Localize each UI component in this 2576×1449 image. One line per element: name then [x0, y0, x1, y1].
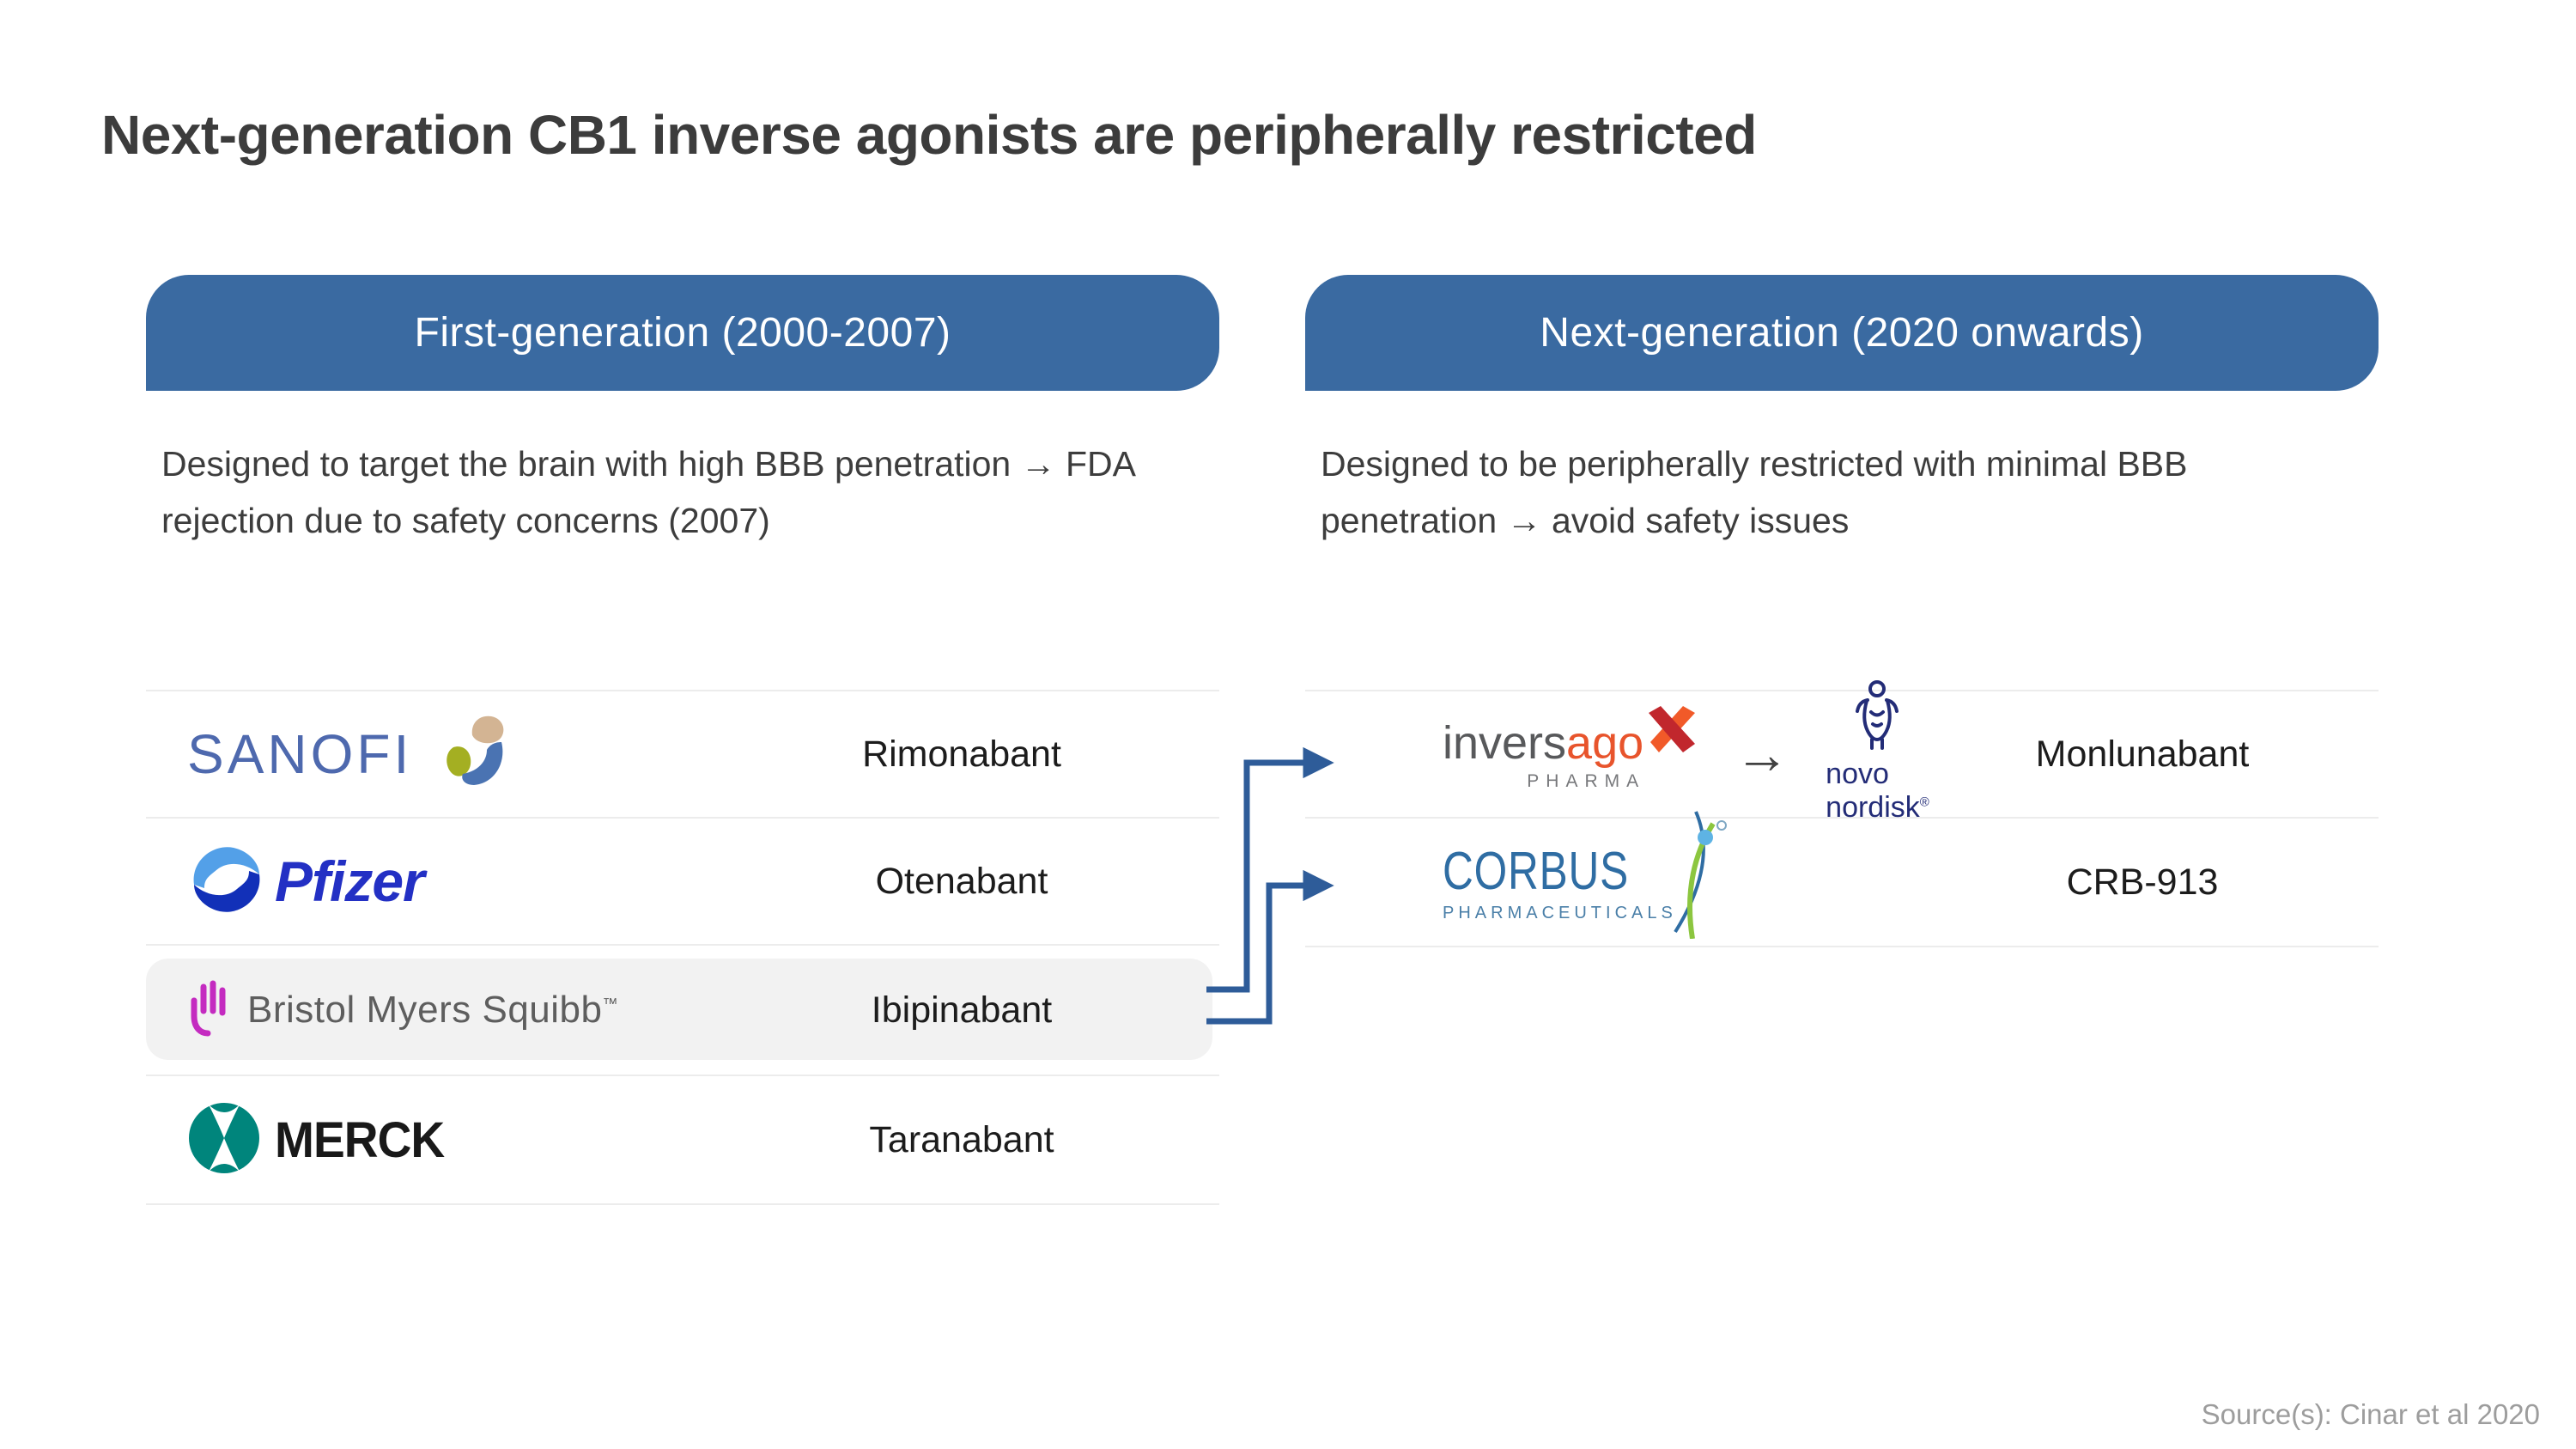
bms-trademark: ™ — [602, 995, 618, 1013]
novo-nordisk-logo: novo nordisk® — [1826, 679, 1929, 825]
bms-hand-icon — [187, 978, 234, 1043]
merck-logo: MERCK — [146, 1101, 704, 1179]
bms-wordmark-text: Bristol Myers Squibb — [247, 989, 603, 1031]
merck-sphere-icon — [187, 1101, 261, 1179]
novo-nordisk-wordmark: novo nordisk® — [1826, 758, 1929, 825]
sanofi-wordmark: SANOFI — [187, 723, 413, 785]
connector-arrows — [1206, 746, 1334, 1025]
next-generation-column: Next-generation (2020 onwards) Designed … — [1305, 275, 2379, 947]
drug-name: Ibipinabant — [871, 989, 1053, 1031]
corbus-logo: CORBUS PHARMACEUTICALS — [1305, 810, 1906, 943]
drug-name: Otenabant — [875, 860, 1048, 902]
first-generation-header-label: First-generation (2000-2007) — [414, 310, 951, 356]
drug-name: CRB-913 — [2066, 861, 2219, 903]
novo-registered-mark: ® — [1919, 795, 1929, 810]
source-citation: Source(s): Cinar et al 2020 — [2201, 1398, 2540, 1430]
inversago-pharma-label: PHARMA — [1527, 771, 1646, 791]
corbus-figure-icon — [1665, 810, 1732, 943]
pfizer-swirl-icon — [187, 840, 266, 923]
table-row-merck: MERCK Taranabant — [146, 1075, 1219, 1205]
first-generation-header: First-generation (2000-2007) — [146, 275, 1219, 391]
pfizer-logo: Pfizer — [146, 840, 704, 923]
sanofi-swirl-icon — [426, 713, 505, 796]
drug-name: Taranabant — [869, 1118, 1054, 1160]
pfizer-wordmark: Pfizer — [275, 849, 425, 913]
next-generation-header: Next-generation (2020 onwards) — [1305, 275, 2379, 391]
novo-nordisk-bull-icon — [1849, 679, 1905, 756]
bristol-myers-squibb-logo: Bristol Myers Squibb™ — [146, 978, 704, 1043]
table-row-corbus: CORBUS PHARMACEUTICALS — [1305, 810, 2379, 947]
drug-name: Rimonabant — [862, 733, 1061, 775]
corbus-wordmark: CORBUS — [1443, 842, 1630, 901]
next-generation-header-label: Next-generation (2020 onwards) — [1540, 310, 2144, 356]
connector-ibipinabant-to-monlunabant — [1206, 746, 1334, 993]
inversago-x-icon — [1645, 704, 1698, 758]
next-generation-description: Designed to be peripherally restricted w… — [1321, 444, 2188, 540]
first-generation-column: First-generation (2000-2007) Designed to… — [146, 275, 1219, 1205]
page-title: Next-generation CB1 inverse agonists are… — [101, 104, 1757, 166]
inversago-wordmark-orange: ago — [1566, 717, 1644, 769]
table-row-sanofi: SANOFI Rimonabant — [146, 690, 1219, 817]
first-generation-table: SANOFI Rimonabant — [146, 690, 1219, 1205]
table-row-pfizer: Pfizer Otenabant — [146, 817, 1219, 944]
connector-ibipinabant-to-crb913 — [1206, 869, 1334, 1025]
novo-nordisk-wordmark-text: novo nordisk — [1826, 757, 1920, 824]
first-generation-description: Designed to target the brain with high B… — [161, 444, 1134, 540]
inversago-wordmark-gray: invers — [1443, 717, 1567, 769]
corbus-pharmaceuticals-label: PHARMACEUTICALS — [1443, 904, 1677, 922]
drug-name: Monlunabant — [2035, 733, 2250, 775]
table-row-bristol-myers-squibb: Bristol Myers Squibb™ Ibipinabant — [146, 944, 1219, 1075]
bms-wordmark: Bristol Myers Squibb™ — [247, 989, 618, 1032]
merck-wordmark: MERCK — [275, 1111, 445, 1168]
acquisition-arrow: → — [1735, 723, 1790, 785]
sanofi-logo: SANOFI — [146, 713, 704, 796]
